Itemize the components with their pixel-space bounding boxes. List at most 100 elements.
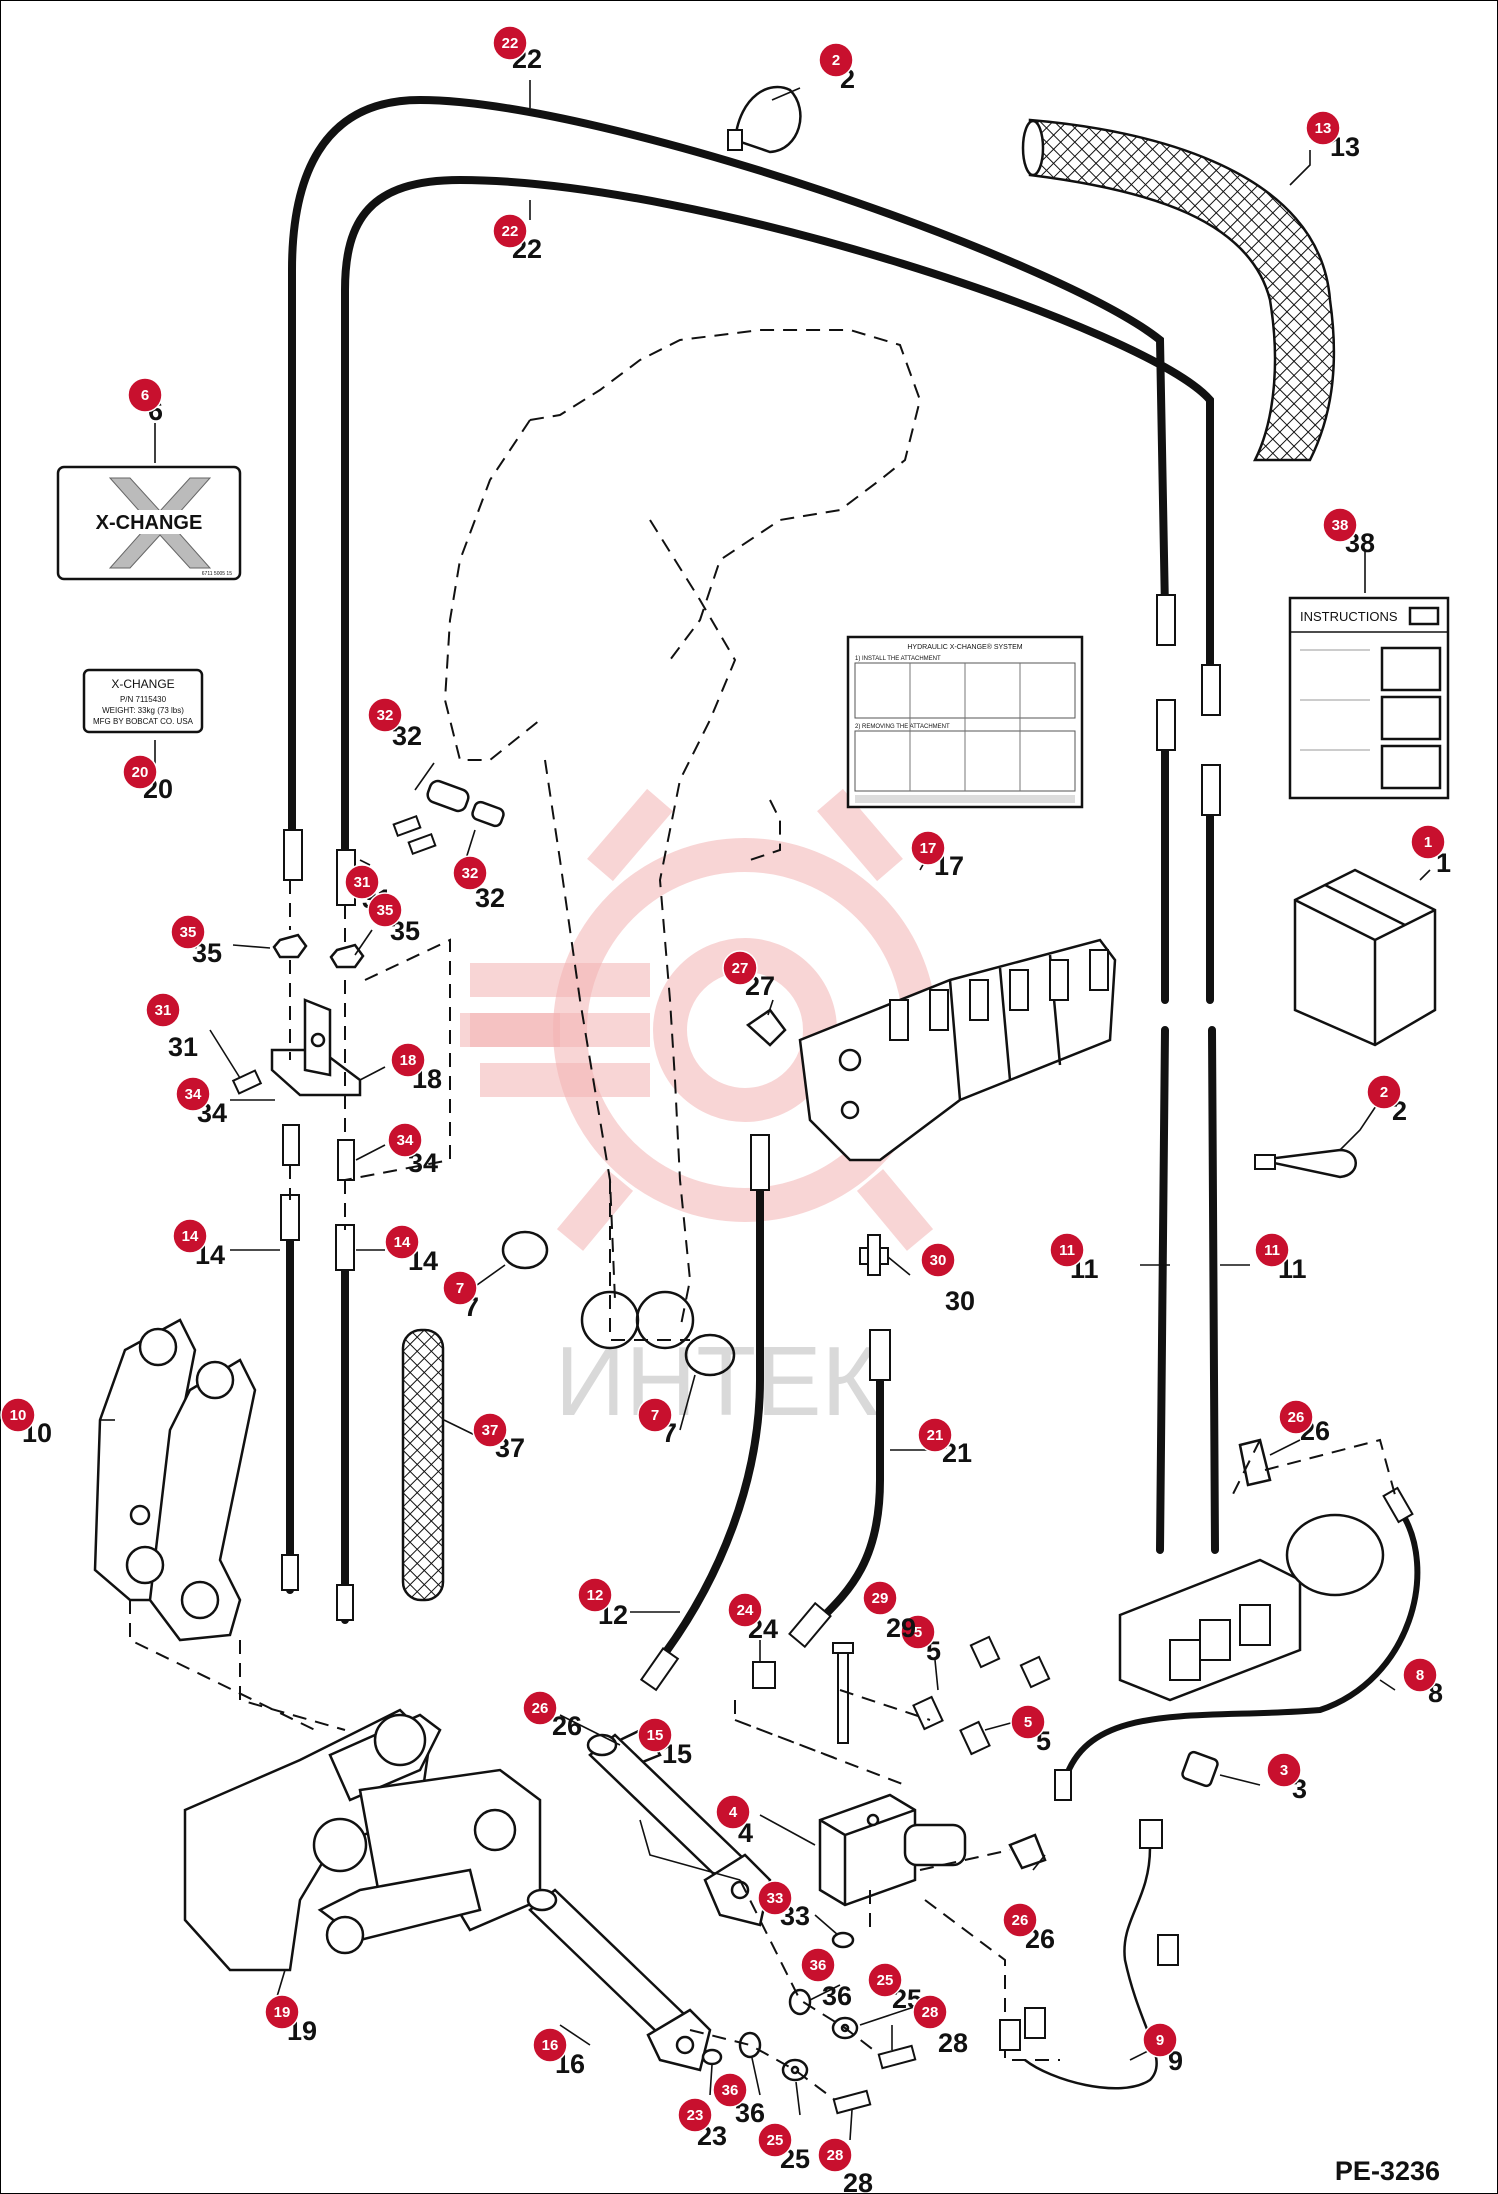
callout-badge-c10[interactable]: 10 <box>0 1397 36 1433</box>
svg-text:28: 28 <box>827 2147 844 2164</box>
valve-assembly-right <box>1118 1513 1385 1702</box>
svg-text:22: 22 <box>502 35 519 52</box>
callout-badge-c37[interactable]: 37 <box>472 1412 508 1448</box>
callout-badge-c7b[interactable]: 7 <box>637 1397 673 1433</box>
callout-badge-c23[interactable]: 23 <box>677 2097 713 2133</box>
callout-badge-c16[interactable]: 16 <box>532 2027 568 2063</box>
callout-badge-c30[interactable]: 30 <box>920 1242 956 1278</box>
svg-text:5: 5 <box>1024 1714 1032 1731</box>
callout-badge-c14a[interactable]: 14 <box>172 1218 208 1254</box>
svg-text:35: 35 <box>377 902 394 919</box>
callout-badge-c33[interactable]: 33 <box>757 1880 793 1916</box>
svg-text:16: 16 <box>542 2037 559 2054</box>
diagram-code: PE-3236 <box>1335 2156 1440 2186</box>
callout-badge-c18[interactable]: 18 <box>390 1042 426 1078</box>
callout-badge-c26a[interactable]: 26 <box>522 1690 558 1726</box>
bushing-36-lower <box>738 2031 762 2059</box>
callout-badge-c34a[interactable]: 34 <box>175 1076 211 1112</box>
svg-text:14: 14 <box>394 1234 411 1251</box>
hose-11-left <box>1156 706 1169 1554</box>
callout-badge-c35a[interactable]: 35 <box>170 914 206 950</box>
svg-text:30: 30 <box>930 1252 947 1269</box>
svg-text:2: 2 <box>832 52 840 69</box>
callout-badge-c26b[interactable]: 26 <box>1278 1399 1314 1435</box>
callout-badge-c20[interactable]: 20 <box>122 754 158 790</box>
callout-badge-c31a[interactable]: 31 <box>145 992 181 1028</box>
callout-badge-c15[interactable]: 15 <box>637 1717 673 1753</box>
callout-badge-c38[interactable]: 38 <box>1322 507 1358 543</box>
control-valve <box>798 938 1117 1162</box>
callout-number-c31a: 31 <box>168 1032 198 1062</box>
svg-text:11: 11 <box>1059 1242 1075 1259</box>
tee-fitting-30 <box>859 1234 889 1276</box>
callout-leaders <box>100 80 1431 2141</box>
svg-text:6711 5005 15: 6711 5005 15 <box>202 571 232 577</box>
callout-badge-c22a[interactable]: 22 <box>492 25 528 61</box>
callout-number-c26a: 26 <box>552 1711 582 1741</box>
callout-badge-c19[interactable]: 19 <box>264 1994 300 2030</box>
svg-text:1) INSTALL THE ATTACHMENT: 1) INSTALL THE ATTACHMENT <box>855 656 941 662</box>
svg-text:32: 32 <box>377 707 394 724</box>
callout-badge-c11a[interactable]: 11 <box>1049 1232 1085 1268</box>
svg-text:MFG BY BOBCAT CO. USA: MFG BY BOBCAT CO. USA <box>93 717 194 726</box>
callout-badge-c36b[interactable]: 36 <box>712 2072 748 2108</box>
callout-badge-c13[interactable]: 13 <box>1305 110 1341 146</box>
callout-badge-c12[interactable]: 12 <box>577 1577 613 1613</box>
callout-number-c32b: 32 <box>475 883 505 913</box>
svg-text:37: 37 <box>482 1422 499 1439</box>
callout-badge-c25a[interactable]: 25 <box>867 1962 903 1998</box>
callout-badge-c14b[interactable]: 14 <box>384 1224 420 1260</box>
elbow-fitting-26-right <box>1008 1833 1047 1870</box>
callout-badge-c24[interactable]: 24 <box>727 1592 763 1628</box>
fittings-34 <box>282 1124 355 1181</box>
svg-text:29: 29 <box>872 1590 889 1607</box>
callout-badge-c34b[interactable]: 34 <box>387 1122 423 1158</box>
callouts-group: 1122223344555566777788991010111111111212… <box>0 25 1451 2194</box>
svg-text:23: 23 <box>687 2107 704 2124</box>
callout-badge-c7a[interactable]: 7 <box>442 1270 478 1306</box>
svg-text:24: 24 <box>737 1602 754 1619</box>
callout-badge-c5a[interactable]: 5 <box>900 1614 936 1650</box>
svg-text:7: 7 <box>651 1407 659 1424</box>
callout-badge-c26c[interactable]: 26 <box>1002 1902 1038 1938</box>
svg-text:6: 6 <box>141 387 149 404</box>
callout-badge-c17[interactable]: 17 <box>910 830 946 866</box>
callout-badge-c29[interactable]: 29 <box>862 1580 898 1616</box>
callout-badge-c3[interactable]: 3 <box>1266 1752 1302 1788</box>
svg-text:28: 28 <box>922 2004 939 2021</box>
watermark-text: ИНТЕК <box>555 1326 879 1436</box>
callout-badge-c8[interactable]: 8 <box>1402 1657 1438 1693</box>
callout-badge-c32b[interactable]: 32 <box>452 855 488 891</box>
callout-badge-c32a[interactable]: 32 <box>367 697 403 733</box>
decal-tag-20: X-CHANGE P/N 7115430 WEIGHT: 33kg (73 lb… <box>82 668 204 734</box>
callout-badge-c2a[interactable]: 2 <box>818 42 854 78</box>
callout-badge-c21[interactable]: 21 <box>917 1417 953 1453</box>
hose-12 <box>639 1134 770 1692</box>
callout-badge-c31b[interactable]: 31 <box>344 864 380 900</box>
callout-number-c29: 29 <box>886 1613 916 1643</box>
callout-badge-c4[interactable]: 4 <box>715 1794 751 1830</box>
bracket-10 <box>93 1318 257 1642</box>
hose-22-outer <box>288 95 1169 834</box>
callout-number-c28b: 28 <box>843 2168 873 2194</box>
callout-badge-c9[interactable]: 9 <box>1142 2022 1178 2058</box>
svg-text:15: 15 <box>647 1727 664 1744</box>
svg-text:14: 14 <box>182 1228 199 1245</box>
callout-badge-c11b[interactable]: 11 <box>1254 1232 1290 1268</box>
sleeve-37 <box>401 1328 445 1602</box>
hose-8 <box>1054 1486 1421 1801</box>
callout-badge-c25b[interactable]: 25 <box>757 2122 793 2158</box>
callout-badge-c35b[interactable]: 35 <box>367 892 403 928</box>
callout-badge-c5b[interactable]: 5 <box>1010 1704 1046 1740</box>
bracket-18 <box>270 998 362 1097</box>
callout-badge-c6[interactable]: 6 <box>127 377 163 413</box>
callout-badge-c2b[interactable]: 2 <box>1366 1074 1402 1110</box>
callout-badge-c27[interactable]: 27 <box>722 950 758 986</box>
callout-badge-c36a[interactable]: 36 <box>800 1947 836 1983</box>
callout-badge-c28a[interactable]: 28 <box>912 1994 948 2030</box>
callout-number-c9: 9 <box>1168 2046 1183 2076</box>
box-part-1 <box>1293 868 1437 1047</box>
callout-badge-c28b[interactable]: 28 <box>817 2137 853 2173</box>
callout-badge-c22b[interactable]: 22 <box>492 213 528 249</box>
callout-badge-c1[interactable]: 1 <box>1410 824 1446 860</box>
